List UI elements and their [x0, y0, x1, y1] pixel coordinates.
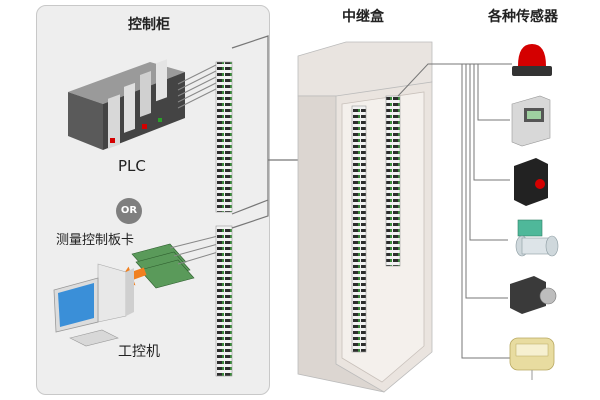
relay-box-icon: [297, 41, 433, 393]
sensors-title: 各种传感器: [488, 9, 558, 25]
alarm-light-icon: [512, 44, 552, 76]
terminal-strip-cabinet-upper: [215, 61, 233, 213]
relay-box-title: 中继盒: [342, 9, 384, 25]
measurement-card-label: 测量控制板卡: [56, 233, 135, 248]
flow-meter-icon: [515, 219, 559, 257]
motor-icon: [510, 276, 557, 314]
display-meter-icon: [511, 95, 551, 147]
plc-wires: [177, 63, 219, 109]
indicator-panel-icon: [509, 337, 555, 380]
control-cabinet-title: 控制柜: [128, 17, 170, 33]
ipc-label: 工控机: [118, 344, 160, 360]
plc-icon: [68, 59, 185, 150]
relay-to-sensors-cable: [397, 63, 512, 359]
terminal-strip-cabinet-lower: [215, 225, 233, 377]
plc-label: PLC: [118, 157, 146, 175]
industrial-pc-icon: [53, 263, 134, 347]
or-badge: OR: [116, 198, 142, 224]
measurement-card-icon: [131, 235, 219, 289]
photoelectric-sensor-icon: [514, 158, 548, 206]
